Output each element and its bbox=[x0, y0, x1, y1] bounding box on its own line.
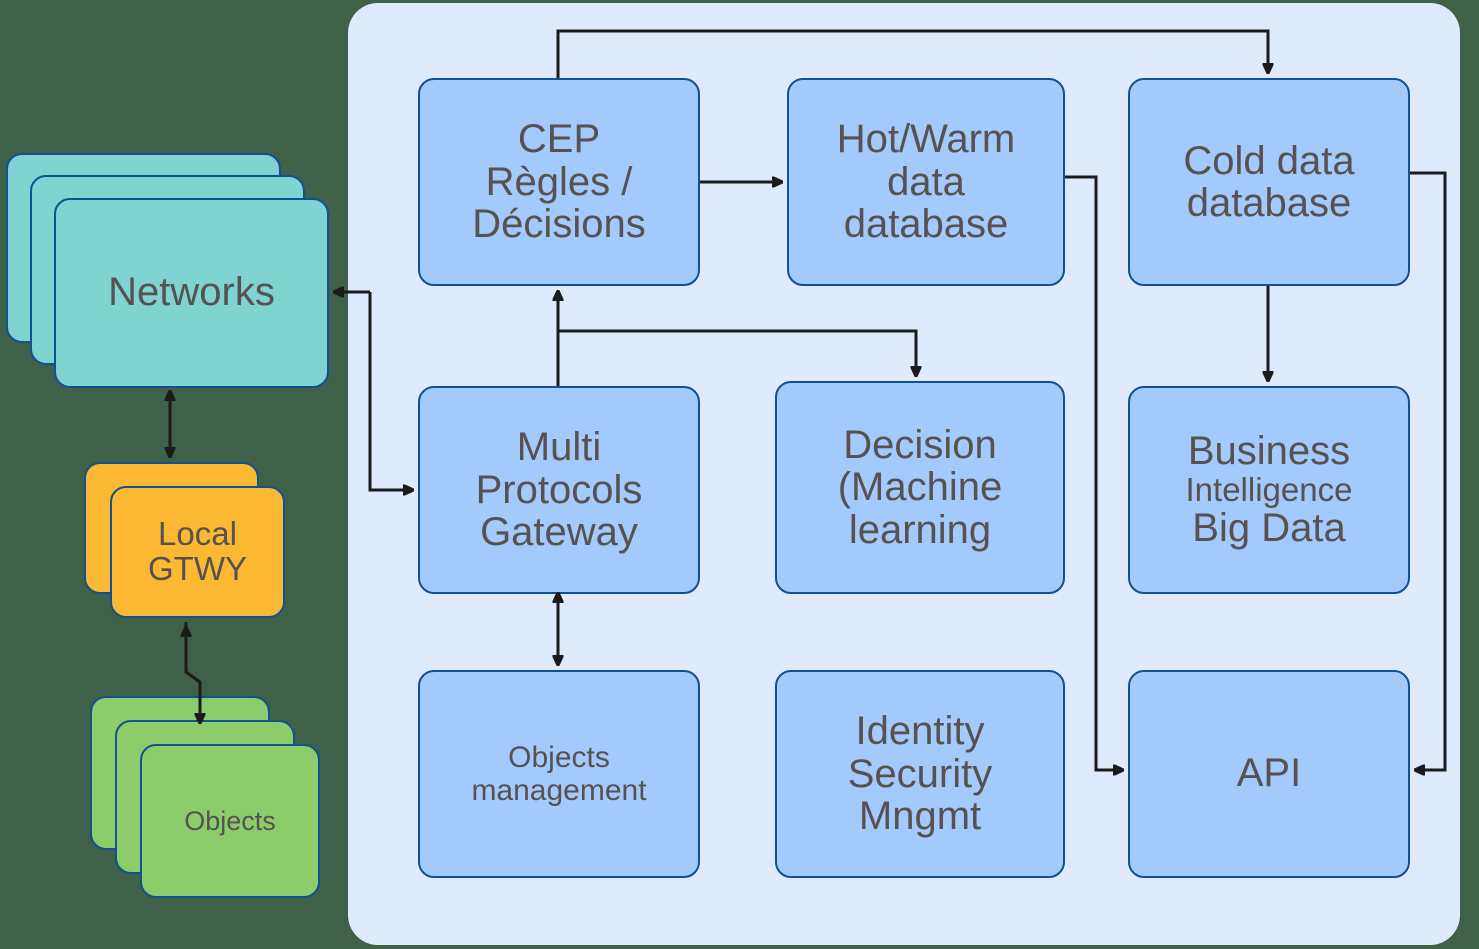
node-cep[interactable]: CEP Règles / Décisions bbox=[418, 78, 700, 286]
node-objects-management-line1: Objects bbox=[508, 741, 610, 774]
node-business-intelligence[interactable]: Business Intelligence Big Data bbox=[1128, 386, 1410, 594]
node-decision-line1: Decision bbox=[843, 422, 997, 467]
node-gateway-line2: Protocols bbox=[475, 467, 643, 512]
node-identity-security[interactable]: Identity Security Mngmt bbox=[775, 670, 1065, 878]
node-hot-warm-db-line2: data bbox=[887, 159, 965, 204]
objects-label: Objects bbox=[184, 805, 276, 836]
node-api-label: API bbox=[1236, 751, 1302, 796]
node-objects-management[interactable]: Objects management bbox=[418, 670, 700, 878]
objects-card-front[interactable]: Objects bbox=[140, 744, 320, 898]
node-hot-warm-db[interactable]: Hot/Warm data database bbox=[787, 78, 1065, 286]
node-gateway-line3: Gateway bbox=[480, 510, 638, 555]
node-identity-security-line3: Mngmt bbox=[858, 794, 982, 839]
node-identity-security-line2: Security bbox=[847, 751, 993, 796]
node-business-intelligence-line3: Big Data bbox=[1192, 506, 1346, 551]
node-decision-line2: (Machine bbox=[837, 465, 1003, 510]
networks-label: Networks bbox=[108, 270, 275, 315]
local-gateway-label-line1: Local bbox=[158, 515, 237, 553]
node-hot-warm-db-line3: database bbox=[843, 202, 1009, 247]
node-identity-security-line1: Identity bbox=[855, 709, 985, 754]
node-cep-line3: Décisions bbox=[472, 202, 646, 247]
node-business-intelligence-line2: Intelligence bbox=[1185, 470, 1353, 508]
node-decision[interactable]: Decision (Machine learning bbox=[775, 381, 1065, 594]
node-cep-line2: Règles / bbox=[485, 159, 633, 204]
node-hot-warm-db-line1: Hot/Warm bbox=[836, 117, 1016, 162]
node-cold-db-line2: database bbox=[1186, 181, 1352, 225]
node-gateway[interactable]: Multi Protocols Gateway bbox=[418, 386, 700, 594]
node-gateway-line1: Multi bbox=[516, 425, 602, 470]
node-objects-management-line2: management bbox=[471, 774, 647, 807]
node-business-intelligence-line1: Business bbox=[1187, 429, 1351, 474]
node-cep-line1: CEP bbox=[517, 117, 601, 162]
node-decision-line3: learning bbox=[848, 507, 992, 552]
node-cold-db-line1: Cold data bbox=[1183, 138, 1355, 183]
networks-card-front[interactable]: Networks bbox=[54, 198, 329, 388]
node-api[interactable]: API bbox=[1128, 670, 1410, 878]
local-gateway-card-front[interactable]: Local GTWY bbox=[110, 486, 285, 618]
node-cold-db[interactable]: Cold data database bbox=[1128, 78, 1410, 286]
local-gateway-label-line2: GTWY bbox=[148, 550, 247, 587]
